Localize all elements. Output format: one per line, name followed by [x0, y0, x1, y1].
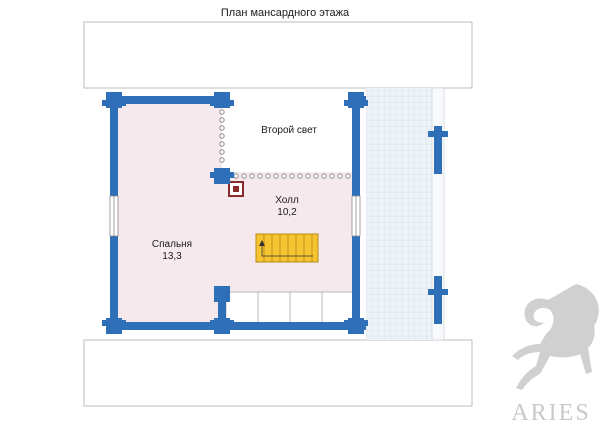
railing: [219, 109, 351, 179]
label-hall-area: 10,2: [277, 207, 297, 218]
staircase: [255, 233, 319, 263]
balcony-posts: [428, 126, 448, 324]
open-space-grid: [366, 88, 438, 340]
ram-icon: [512, 284, 599, 390]
bedroom-area: [118, 100, 222, 326]
label-bedroom-area: 13,3: [162, 251, 182, 262]
second-light-area: [226, 100, 356, 172]
storage-cells: [225, 291, 357, 325]
label-second-light: Второй свет: [261, 125, 317, 136]
wall-posts: [102, 92, 368, 334]
logo-text: ARIES: [511, 400, 590, 426]
chimney: [228, 181, 244, 197]
windows: [109, 195, 361, 237]
label-bedroom-name: Спальня: [152, 239, 192, 250]
roof-bottom-outline: [83, 339, 473, 407]
label-hall-name: Холл: [275, 195, 299, 206]
plan-title: План мансардного этажа: [221, 7, 350, 19]
roof-top-outline: [83, 21, 473, 89]
